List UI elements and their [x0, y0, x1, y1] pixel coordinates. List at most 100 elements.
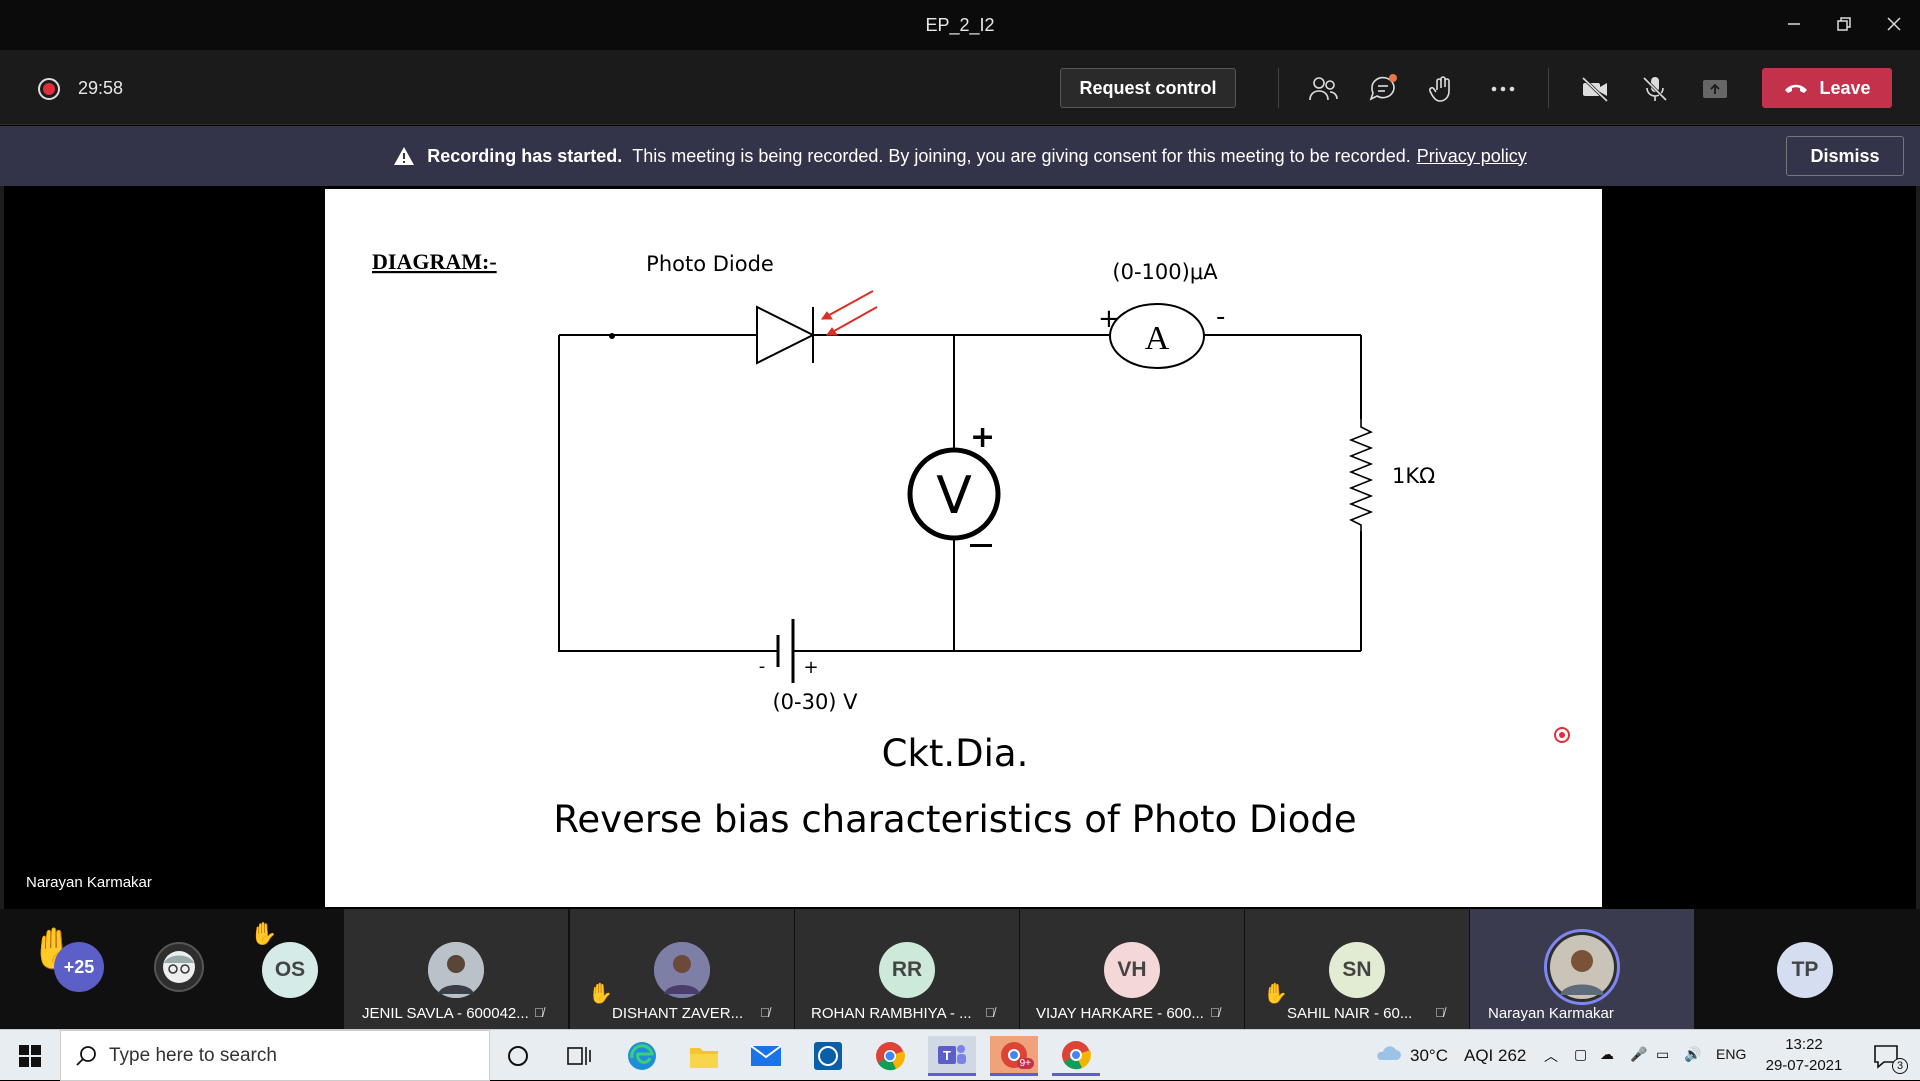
cortana-button[interactable]: [494, 1036, 542, 1076]
hand-icon: [1428, 76, 1450, 102]
windows-taskbar: Type here to search T 9+ 30°C AQI 262 ︿ …: [0, 1029, 1920, 1081]
volume-icon[interactable]: 🔊: [1684, 1046, 1702, 1062]
toolbar-divider: [1278, 68, 1279, 108]
share-icon: [1703, 80, 1727, 98]
system-clock[interactable]: 13:22 29-07-2021: [1760, 1034, 1848, 1076]
folder-icon: [690, 1048, 718, 1068]
participants-button[interactable]: [1306, 72, 1340, 106]
participant-name: Narayan Karmakar: [1488, 1005, 1614, 1022]
chrome-app[interactable]: [866, 1036, 914, 1076]
minimize-icon: [1788, 23, 1800, 25]
avatar: [154, 942, 204, 992]
battery-plus: +: [803, 657, 818, 678]
show-hidden-icons-chevron-icon[interactable]: ︿: [1544, 1048, 1558, 1064]
dell-app[interactable]: [804, 1036, 852, 1076]
task-view-icon: [567, 1047, 591, 1065]
language-indicator[interactable]: ENG: [1716, 1046, 1747, 1062]
edge-icon: [628, 1042, 656, 1070]
battery-symbol: [712, 619, 883, 683]
task-view-button[interactable]: [555, 1036, 603, 1076]
participants-strip: ✋ +25 ✋ OS JENIL SAVLA - 600042... 🎙̸ ✋ …: [0, 909, 1920, 1029]
raise-hand-button[interactable]: [1426, 72, 1460, 106]
photo-diode-symbol: [756, 290, 878, 365]
onedrive-icon[interactable]: ☁: [1600, 1046, 1614, 1062]
participant-tile-jenil[interactable]: JENIL SAVLA - 600042... 🎙̸: [344, 909, 568, 1029]
action-center-button[interactable]: 3: [1862, 1036, 1910, 1076]
participant-tile-vijay[interactable]: VH VIJAY HARKARE - 600... 🎙̸: [1020, 909, 1244, 1029]
ammeter-symbol: [1109, 303, 1205, 369]
window-title: EP_2_I2: [925, 15, 995, 35]
supply-label: (0-30) V: [772, 690, 858, 714]
weather-icon[interactable]: [1374, 1042, 1402, 1071]
circuit-wires: [558, 334, 1362, 652]
shared-slide: DIAGRAM:- Photo Diode (0-100)μA 1KΩ (0-3…: [325, 189, 1602, 907]
file-explorer-app[interactable]: [680, 1036, 728, 1076]
diagram-caption: Ckt.Dia.: [882, 732, 1029, 775]
presenter-name: Narayan Karmakar: [26, 874, 152, 891]
dell-icon: [814, 1042, 842, 1070]
slide-title: Reverse bias characteristics of Photo Di…: [553, 798, 1356, 841]
participant-tile-tp[interactable]: TP: [1695, 909, 1920, 1029]
teams-app[interactable]: T: [928, 1036, 976, 1076]
camera-off-icon: [1581, 76, 1609, 103]
mail-app[interactable]: [742, 1036, 790, 1076]
share-tray-button[interactable]: [1698, 72, 1732, 106]
overflow-participants-tile[interactable]: ✋ +25: [0, 909, 118, 1029]
chrome-icon: [1062, 1040, 1091, 1069]
participant-tile-narayan[interactable]: Narayan Karmakar: [1470, 909, 1694, 1029]
avatar: [654, 942, 710, 998]
chrome-profile-app[interactable]: 9+: [990, 1036, 1038, 1076]
clock-time: 13:22: [1785, 1036, 1823, 1053]
mic-toggle-button[interactable]: [1638, 72, 1672, 106]
recording-indicator-icon: [38, 78, 60, 100]
svg-text:T: T: [943, 1048, 951, 1063]
chat-button[interactable]: [1366, 72, 1400, 106]
request-control-button[interactable]: Request control: [1060, 68, 1236, 108]
camera-toggle-button[interactable]: [1578, 72, 1612, 106]
people-icon: [1309, 77, 1338, 101]
weather-temperature[interactable]: 30°C: [1410, 1046, 1448, 1065]
chrome-teams-app[interactable]: [1052, 1036, 1100, 1076]
taskbar-search[interactable]: Type here to search: [60, 1030, 490, 1081]
avatar: TP: [1777, 942, 1833, 998]
profile-photo-icon: [654, 942, 710, 998]
dismiss-button[interactable]: Dismiss: [1786, 136, 1904, 176]
diagram-heading: DIAGRAM:-: [372, 249, 497, 274]
minimize-button[interactable]: [1774, 8, 1814, 40]
raised-hand-icon: ✋: [250, 921, 278, 946]
profile-photo-icon: [1550, 935, 1614, 999]
start-button[interactable]: [6, 1036, 54, 1076]
battery-minus: -: [759, 656, 766, 677]
air-quality[interactable]: AQI 262: [1464, 1046, 1527, 1065]
leave-button[interactable]: Leave: [1762, 68, 1892, 108]
close-button[interactable]: [1874, 8, 1914, 40]
edge-app[interactable]: [618, 1036, 666, 1076]
participant-tile-dishant[interactable]: ✋ DISHANT ZAVER... 🎙̸: [570, 909, 794, 1029]
avatar: RR: [879, 942, 935, 998]
notification-icon: [1874, 1045, 1898, 1069]
avatar: OS: [262, 942, 318, 998]
phone-hangup-icon: [1785, 84, 1808, 93]
junction-dot: [609, 333, 615, 339]
raised-hand-icon: ✋: [1263, 983, 1288, 1005]
voltmeter-minus: [970, 544, 992, 547]
resistor-label: 1KΩ: [1392, 464, 1435, 488]
overflow-count: +25: [54, 942, 104, 992]
restore-button[interactable]: [1824, 8, 1864, 40]
participant-name: ROHAN RAMBHIYA - ...: [811, 1005, 972, 1022]
participant-tile-avatar[interactable]: [118, 909, 226, 1029]
toolbar-divider: [1548, 68, 1549, 108]
microphone-icon[interactable]: 🎤: [1630, 1046, 1648, 1062]
chat-icon: [1369, 74, 1397, 101]
ammeter-range-label: (0-100)μA: [1112, 260, 1218, 284]
more-actions-button[interactable]: [1486, 72, 1520, 106]
privacy-policy-link[interactable]: Privacy policy: [1416, 145, 1527, 166]
participant-tile-rohan[interactable]: RR ROHAN RAMBHIYA - ... 🎙̸: [795, 909, 1019, 1029]
mic-off-icon: [1642, 76, 1668, 102]
participant-tile-sahil[interactable]: ✋ SN SAHIL NAIR - 60... 🎙̸: [1245, 909, 1469, 1029]
title-bar: EP_2_I2: [0, 0, 1920, 50]
device-icon[interactable]: ▢: [1574, 1046, 1588, 1062]
mic-off-icon: 🎙̸: [1210, 1005, 1220, 1020]
battery-icon[interactable]: ▭: [1656, 1046, 1670, 1062]
participant-tile-os[interactable]: ✋ OS: [226, 909, 344, 1029]
